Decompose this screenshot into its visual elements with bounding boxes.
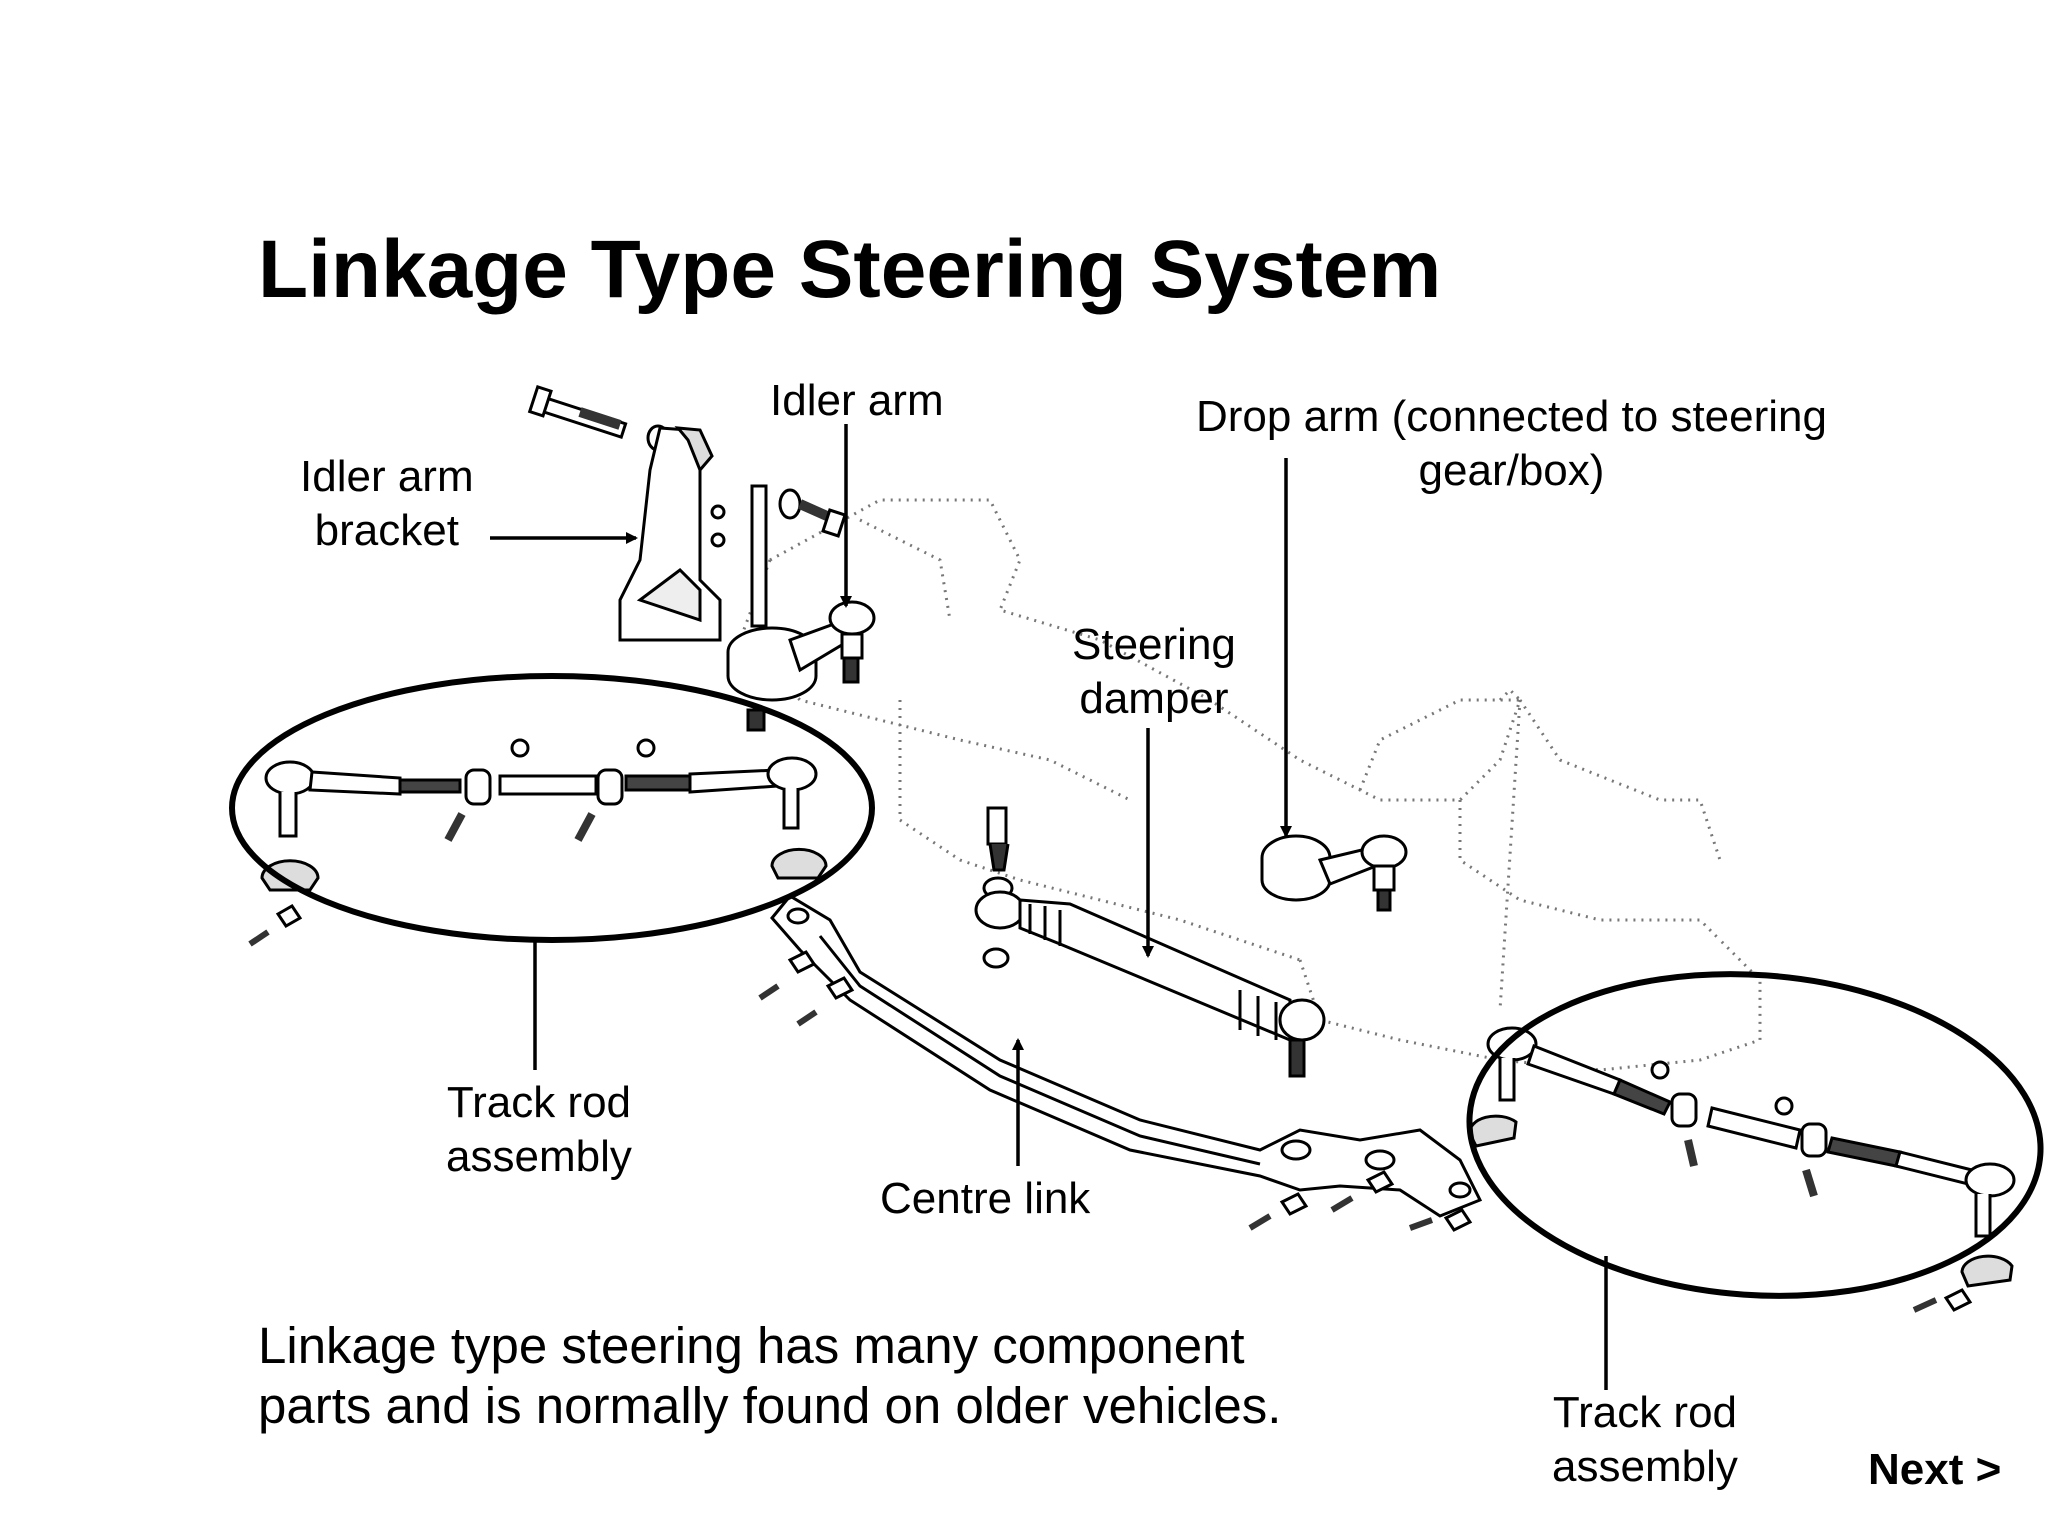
label-track-rod-left: Track rod assembly: [446, 1078, 632, 1181]
page-title: Linkage Type Steering System: [258, 224, 1442, 315]
chassis-frame-outline: [738, 498, 1762, 1072]
label-idler-arm: Idler arm: [770, 376, 944, 425]
right-track-rod-highlight: [1466, 971, 2044, 1299]
caption-text: Linkage type steering has many component…: [258, 1317, 1282, 1434]
drop-arm-part: [1260, 834, 1408, 912]
left-track-rod-highlight: [229, 673, 875, 943]
centre-link-part: [758, 894, 1483, 1232]
label-track-rod-right: Track rod assembly: [1552, 1388, 1738, 1491]
idler-arm-part: [726, 484, 876, 732]
steering-damper-part: [974, 806, 1326, 1078]
idler-arm-bracket-part: [618, 426, 726, 642]
label-idler-arm-bracket: Idler arm bracket: [300, 452, 474, 555]
idler-bracket-bolt: [527, 384, 670, 452]
right-track-rod-part: [1468, 1026, 2016, 1313]
label-steering-damper: Steering damper: [1072, 620, 1236, 723]
label-drop-arm: Drop arm (connected to steering gear/box…: [1196, 392, 1827, 495]
leader-lines: [490, 424, 1608, 1390]
next-button[interactable]: Next >: [1868, 1445, 2002, 1494]
label-centre-link: Centre link: [880, 1174, 1091, 1223]
